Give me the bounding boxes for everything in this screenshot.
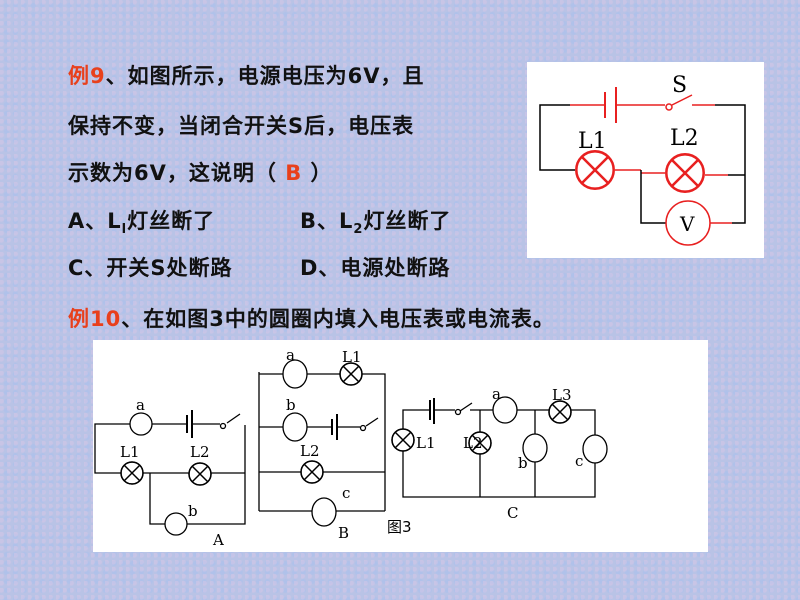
b-label-l2: L2: [300, 442, 320, 460]
label-s: S: [672, 73, 687, 98]
q9-line-1: 例9、如图所示，电源电压为6V，且: [68, 60, 425, 90]
q9-options-ab: A、Ll灯丝断了 B、L2灯丝断了: [68, 205, 450, 238]
circuit-c: [391, 396, 608, 498]
label-v: V: [679, 212, 695, 236]
figure-caption: 图3: [387, 518, 412, 536]
label-l2: L2: [670, 126, 699, 151]
c-label-b: b: [518, 454, 528, 472]
circuit-c-name: C: [507, 504, 518, 522]
a-label-a: a: [136, 396, 145, 414]
lamp-l2-icon: [665, 153, 705, 193]
q10-line: 例10、在如图3中的圆圈内填入电压表或电流表。: [68, 303, 555, 333]
voltmeter-icon: [665, 200, 711, 246]
label-l1: L1: [578, 129, 607, 154]
option-c: C、开关S处断路: [68, 256, 233, 280]
q9-text-3b: ）: [302, 161, 333, 185]
meter-b: [164, 512, 188, 536]
circuit-a-name: A: [212, 531, 224, 549]
fig1-circuit: [539, 87, 746, 246]
q9-label: 例9: [68, 64, 106, 88]
q9-line-2: 保持不变，当闭合开关S后，电压表: [68, 114, 415, 138]
b-label-c: c: [342, 484, 350, 502]
q10-label: 例10: [68, 307, 122, 331]
c-label-l1: L1: [416, 434, 436, 452]
a-label-l1: L1: [120, 443, 140, 461]
q9-answer: B: [285, 161, 303, 185]
a-label-l2: L2: [190, 443, 210, 461]
c-label-l2: L2: [463, 434, 483, 452]
meter-a: [129, 412, 153, 436]
q10-text: 、在如图3中的圆圈内填入电压表或电流表。: [121, 307, 555, 331]
option-d: D、电源处断路: [300, 256, 451, 280]
fig1-panel: [527, 62, 764, 258]
b-label-l1: L1: [342, 348, 362, 366]
circuit-b-name: B: [338, 524, 349, 542]
option-b: B、L2灯丝断了: [300, 209, 452, 238]
b-label-a: a: [286, 346, 295, 364]
circuit-a: [94, 410, 246, 536]
c-label-a: a: [492, 385, 501, 403]
c-label-c: c: [575, 452, 583, 470]
b-label-b: b: [286, 396, 296, 414]
q9-text-1: 、如图所示，电源电压为6V，且: [105, 64, 425, 88]
circuit-b: [258, 359, 386, 527]
lamp-l1-icon: [575, 150, 615, 190]
a-label-b: b: [188, 502, 198, 520]
switch-icon: [665, 103, 673, 111]
c-label-l3: L3: [552, 386, 572, 404]
option-a: A、Ll灯丝断了: [68, 209, 216, 238]
q9-line-3: 示数为6V，这说明（ B ）: [68, 157, 333, 187]
q9-text-3a: 示数为6V，这说明（: [68, 161, 286, 185]
q9-options-cd: C、开关S处断路 D、电源处断路: [68, 252, 449, 282]
